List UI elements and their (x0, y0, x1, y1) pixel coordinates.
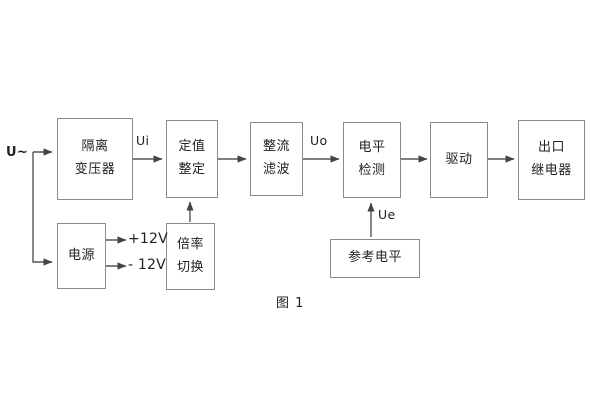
block-isolation-transformer-line-1: 隔离 (81, 139, 109, 155)
label-input-source: U~ (6, 145, 29, 160)
block-setting-adjust[interactable]: 定值 整定 (166, 120, 218, 198)
block-isolation-transformer-line-2: 变压器 (74, 162, 116, 177)
label-ue: Ue (378, 207, 396, 222)
block-drive-line-1: 驱动 (445, 151, 473, 167)
label-rail-negative: - 12V (128, 257, 166, 273)
block-rectify-filter-line-1: 整流 (262, 139, 290, 155)
label-ui: Ui (136, 133, 150, 148)
block-level-detect-line-2: 检测 (358, 163, 386, 178)
block-power-supply-line-1: 电源 (67, 247, 95, 263)
label-uo: Uo (310, 133, 328, 148)
block-output-relay-line-2: 继电器 (531, 163, 572, 178)
block-reference-level[interactable]: 参考电平 (330, 239, 420, 278)
block-ratio-switch[interactable]: 倍率 切换 (166, 223, 215, 290)
block-setting-adjust-line-2: 整定 (178, 162, 206, 177)
block-rectify-filter-line-2: 滤波 (262, 162, 290, 177)
block-power-supply[interactable]: 电源 (57, 223, 106, 289)
block-reference-level-line-1: 参考电平 (347, 250, 402, 266)
figure-caption: 图 1 (276, 296, 305, 311)
block-ratio-switch-line-2: 切换 (176, 259, 204, 275)
block-level-detect[interactable]: 电平 检测 (343, 122, 401, 198)
block-rectify-filter[interactable]: 整流 滤波 (250, 122, 303, 196)
block-isolation-transformer[interactable]: 隔离 变压器 (57, 118, 133, 200)
block-setting-adjust-line-1: 定值 (178, 139, 206, 155)
block-level-detect-line-1: 电平 (358, 140, 386, 156)
block-drive[interactable]: 驱动 (430, 122, 488, 198)
block-ratio-switch-line-1: 倍率 (176, 236, 204, 252)
label-rail-positive: +12V (128, 231, 168, 247)
block-output-relay-line-1: 出口 (537, 140, 565, 156)
block-output-relay[interactable]: 出口 继电器 (518, 120, 585, 200)
